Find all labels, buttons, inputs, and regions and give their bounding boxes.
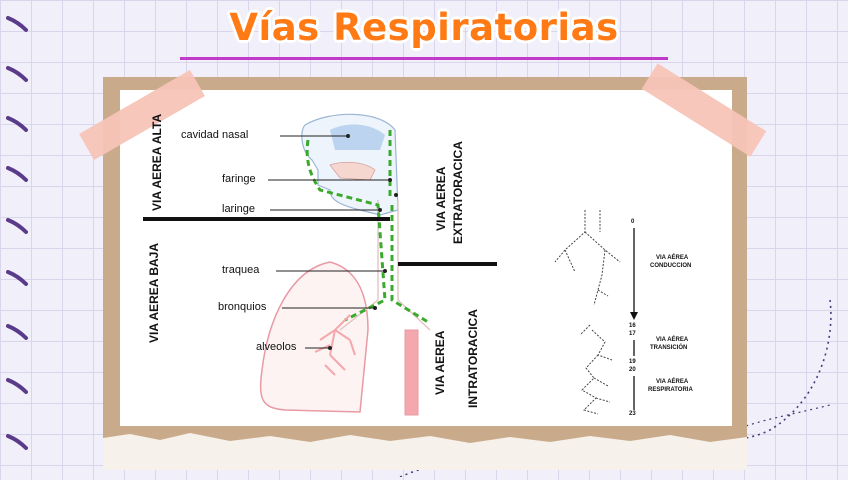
diagram-paper [120,90,732,426]
gen-16: 16 [629,323,636,329]
label-faringe: faringe [222,173,256,185]
title-underline [180,57,668,60]
label-cavidad-nasal: cavidad nasal [181,129,249,141]
zone-conduccion-1: VIA AÉREA [656,255,689,261]
label-alveolos: alveolos [256,341,297,353]
label-intratoracica-1: VIA AEREA [433,330,447,395]
zone-respiratoria-1: VIA AÉREA [656,379,689,385]
label-laringe: laringe [222,203,256,215]
label-extratoracica-1: VIA AEREA [434,166,448,231]
label-via-aerea-baja: VIA AEREA BAJA [147,242,161,343]
label-traquea: traquea [222,264,260,276]
zone-transicion-1: VIA AÉREA [656,337,689,343]
zone-conduccion-2: CONDUCCION [650,263,692,269]
spiral-binding [6,16,28,450]
zone-transicion-2: TRANSICIÓN [650,345,688,351]
page-title: Vías Respiratorias [229,6,619,49]
label-intratoracica-2: INTRATORACICA [466,309,480,408]
gen-17: 17 [629,331,636,337]
label-bronquios: bronquios [218,301,267,313]
gen-0: 0 [631,219,635,225]
zone-respiratoria-2: RESPIRATORIA [648,387,693,393]
gen-19: 19 [629,359,636,365]
gen-20: 20 [629,367,636,373]
label-extratoracica-2: EXTRATORACICA [451,141,465,244]
gen-23: 23 [629,411,636,417]
label-via-aerea-alta: VIA AEREA ALTA [150,113,164,211]
